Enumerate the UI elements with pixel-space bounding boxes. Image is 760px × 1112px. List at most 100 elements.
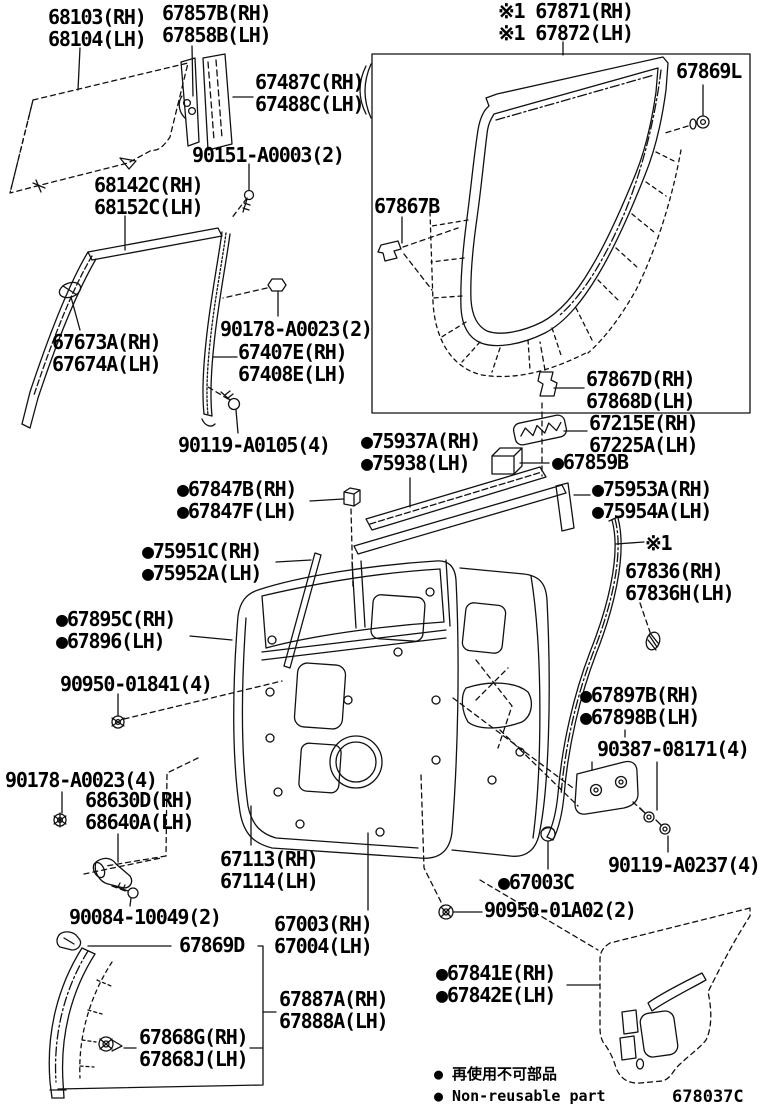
part-number: 68630D(RH) — [85, 788, 195, 812]
part-label-67836[interactable]: 67836(RH) 67836H(LH) — [625, 559, 735, 604]
part-number: 67004(LH) — [274, 934, 373, 958]
bolt-90119-a0237-drawing — [639, 807, 671, 835]
clip-67867b-drawing — [377, 227, 459, 291]
part-number: 67408E(LH) — [238, 362, 348, 386]
part-number: 68103(RH) — [48, 5, 147, 29]
part-number: 67113(RH) — [220, 847, 319, 871]
part-number: ●75937A(RH) — [361, 429, 481, 453]
part-label-67869d[interactable]: 67869D — [179, 934, 245, 956]
part-number: 67215E(RH) — [589, 411, 699, 435]
part-label-67897b[interactable]: ●67897B(RH) ●67898B(LH) — [580, 684, 700, 729]
part-number: 67673A(RH) — [52, 330, 162, 354]
part-label-68103[interactable]: 68103(RH) 68104(LH) — [48, 5, 147, 51]
screw-90151-drawing — [242, 189, 255, 213]
part-number: 90119-A0105(4) — [178, 433, 331, 457]
part-label-90950-01841[interactable]: 90950-01841(4) — [60, 672, 213, 696]
part-label-67407e[interactable]: 67407E(RH) 67408E(LH) — [238, 340, 348, 386]
nut-90178-4-drawing — [53, 812, 67, 828]
part-number: 90950-01841(4) — [60, 672, 213, 696]
part-number: ●75952A(LH) — [142, 561, 262, 585]
leader-lines — [57, 41, 704, 1090]
part-number: ●67898B(LH) — [580, 705, 700, 729]
hinge-plate-90387-drawing — [574, 760, 639, 815]
part-number: ●75954A(LH) — [592, 499, 712, 523]
part-label-67887a[interactable]: 67887A(RH) 67888A(LH) — [279, 988, 389, 1032]
part-label-90178-2[interactable]: 90178-A0023(2) — [220, 318, 373, 340]
part-number: 67225A(LH) — [589, 433, 699, 457]
part-number: ●67896(LH) — [56, 629, 166, 653]
part-number: 68142C(RH) — [94, 173, 204, 197]
part-number: ●75951C(RH) — [142, 539, 262, 563]
part-label-67857b[interactable]: 67857B(RH) 67858B(LH) — [162, 2, 272, 47]
part-number: ●75938(LH) — [361, 451, 471, 475]
part-number: ●67003C — [498, 870, 575, 894]
weatherstrip-67836-drawing — [546, 515, 622, 841]
legend-non-reusable-jp: ● 再使用不可部品 — [434, 1065, 558, 1083]
opening-weatherstrip-hatch — [429, 149, 682, 378]
cap-67003c-drawing — [540, 826, 556, 842]
part-label-67871[interactable]: ※1 67871(RH) ※1 67872(LH) — [498, 0, 634, 45]
part-number: 67836(RH) — [625, 559, 724, 583]
part-number: 67003(RH) — [274, 912, 373, 936]
part-label-90178-4[interactable]: 90178-A0023(4) — [5, 768, 158, 792]
part-label-67003c[interactable]: ●67003C — [498, 870, 575, 894]
part-number: 67868G(RH) — [139, 1025, 249, 1049]
part-label-67113[interactable]: 67113(RH) 67114(LH) — [220, 847, 319, 893]
frame-strip-75937a-drawing — [365, 466, 547, 531]
part-number: ※1 67872(LH) — [498, 21, 634, 45]
part-label-68142c[interactable]: 68142C(RH) 68152C(LH) — [94, 173, 204, 219]
part-label-68630d[interactable]: 68630D(RH) 68640A(LH) — [85, 788, 195, 833]
part-label-67003[interactable]: 67003(RH) 67004(LH) — [274, 912, 373, 958]
sash-75953a-drawing — [555, 482, 575, 532]
part-number: 67867B — [374, 194, 440, 218]
part-label-67215e[interactable]: 67215E(RH) 67225A(LH) — [589, 411, 699, 457]
part-label-75937a[interactable]: ●75937A(RH) ●75938(LH) — [361, 429, 481, 475]
part-label-90119-a0237[interactable]: 90119-A0237(4) — [608, 854, 760, 876]
part-label-67859b[interactable]: ●67859B — [552, 450, 629, 474]
part-number: 68104(LH) — [48, 27, 147, 51]
part-number: 67114(LH) — [220, 869, 319, 893]
part-label-67867b[interactable]: 67867B — [374, 194, 440, 218]
part-number: 67868D(LH) — [586, 389, 696, 413]
part-label-90151[interactable]: 90151-A0003(2) — [192, 144, 345, 166]
part-label-90084[interactable]: 90084-10049(2) — [69, 905, 222, 929]
part-label-75951c[interactable]: ●75951C(RH) ●75952A(LH) — [142, 539, 262, 585]
part-label-67867d[interactable]: 67867D(RH) 67868D(LH) — [586, 368, 696, 413]
part-label-90387[interactable]: 90387-08171(4) — [597, 737, 750, 761]
part-label-67895c[interactable]: ●67895C(RH) ●67896(LH) — [56, 607, 176, 653]
part-label-90950-01a02[interactable]: 90950-01A02(2) — [484, 898, 637, 922]
leader-lines-dashed — [83, 197, 651, 951]
part-number: ●67842E(LH) — [436, 983, 556, 1007]
glass-run-drawing — [21, 227, 223, 429]
part-number: 90178-A0023(4) — [5, 768, 158, 792]
part-label-90119-a0105[interactable]: 90119-A0105(4) — [178, 433, 331, 457]
glass-bottom-clips — [32, 157, 137, 193]
part-number: ●67847B(RH) — [177, 477, 297, 501]
part-label-67841e[interactable]: ●67841E(RH) ●67842E(LH) — [436, 962, 556, 1007]
part-label-75953a[interactable]: ●75953A(RH) ●75954A(LH) — [592, 478, 712, 523]
body-opening-box — [371, 53, 751, 414]
rear-channel-drawing — [201, 231, 231, 427]
part-number: ●67859B — [552, 450, 629, 474]
part-label-67847b[interactable]: ●67847B(RH) ●67847F(LH) — [177, 477, 297, 522]
clip-67869d-drawing — [56, 931, 82, 951]
part-number: 90950-01A02(2) — [484, 898, 637, 922]
part-number: 90387-08171(4) — [597, 737, 750, 761]
part-label-67868g[interactable]: 67868G(RH) 67868J(LH) — [139, 1025, 249, 1070]
frame-strip-lower-drawing — [353, 484, 567, 555]
part-number: 67858B(LH) — [162, 23, 272, 47]
door-glass-drawing — [9, 62, 189, 194]
part-label-67869l[interactable]: 67869L — [676, 60, 742, 82]
part-number: 67488C(LH) — [255, 92, 365, 116]
part-number: 68152C(LH) — [94, 195, 204, 219]
part-number: 90084-10049(2) — [69, 905, 222, 929]
bar-75951c-drawing — [283, 552, 322, 669]
part-number: 90119-A0237(4) — [608, 853, 760, 877]
part-label-67487c[interactable]: 67487C(RH) 67488C(LH) — [255, 71, 365, 116]
ref-mark-label: ※1 — [645, 532, 673, 554]
clip-67868g-drawing — [98, 1036, 123, 1052]
part-label-67673a[interactable]: 67673A(RH) 67674A(LH) — [52, 330, 162, 375]
part-number: 67407E(RH) — [238, 340, 348, 364]
part-number: ●67895C(RH) — [56, 607, 176, 631]
